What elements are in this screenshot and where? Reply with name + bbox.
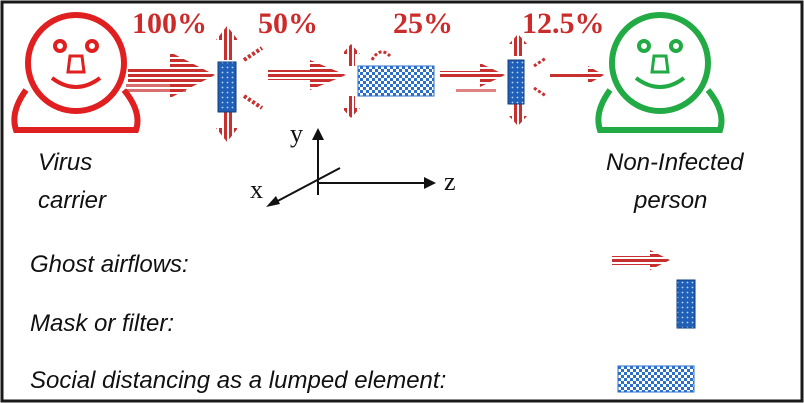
deflection-arrows-distancing bbox=[342, 44, 392, 118]
social-distancing-element bbox=[357, 65, 435, 97]
coordinate-axes bbox=[266, 128, 436, 207]
carrier-label-line2: carrier bbox=[38, 187, 107, 214]
legend-airflow-icon bbox=[612, 250, 670, 270]
percentage-label: 50% bbox=[258, 7, 318, 40]
legend-mask-icon bbox=[676, 279, 696, 329]
airflow-arrow-secondary bbox=[268, 60, 346, 90]
airflow-arrow-third bbox=[440, 63, 505, 94]
deflection-arrows-mask1 bbox=[216, 26, 264, 142]
percentage-label: 12.5% bbox=[522, 7, 605, 40]
virus-carrier-figure bbox=[11, 12, 141, 133]
noninfected-label-line1: Non-Infected bbox=[606, 149, 744, 176]
legend-ghost-airflows-label: Ghost airflows: bbox=[30, 251, 189, 278]
percentage-label: 25% bbox=[393, 7, 453, 40]
legend-social-distancing-label: Social distancing as a lumped element: bbox=[30, 367, 446, 394]
axis-label-z: z bbox=[444, 167, 456, 196]
axis-label-x: x bbox=[250, 175, 263, 204]
noninfected-label-line2: person bbox=[633, 187, 707, 214]
legend-distancing-icon bbox=[617, 365, 695, 393]
legend-mask-label: Mask or filter: bbox=[30, 310, 174, 337]
mask-element bbox=[217, 61, 237, 113]
deflection-arrows-mask2 bbox=[509, 34, 547, 126]
percentage-label: 100% bbox=[132, 7, 207, 40]
carrier-label-line1: Virus bbox=[38, 149, 92, 176]
mask-element bbox=[507, 59, 525, 105]
airflow-arrow-main bbox=[126, 52, 215, 98]
axis-label-y: y bbox=[290, 119, 303, 148]
airflow-arrow-fourth bbox=[550, 66, 604, 84]
non-infected-figure bbox=[595, 12, 725, 133]
